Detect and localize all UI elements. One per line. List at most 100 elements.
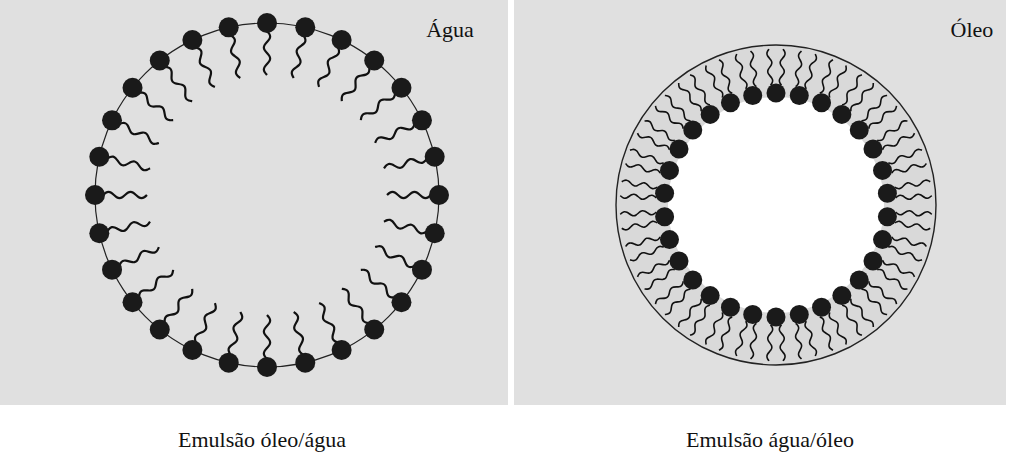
hydrophobic-tail [892,237,927,247]
polar-head [832,286,851,305]
water-core [668,97,884,313]
hydrophobic-tail [779,49,785,85]
polar-head [790,86,809,105]
hydrophobic-tail [119,247,159,266]
hydrophobic-tail [165,67,192,101]
polar-head [332,30,352,50]
hydrophobic-tail [626,164,661,174]
polar-head [123,78,143,98]
hydrophobic-tail [842,305,862,335]
hydrophobic-tail [620,194,656,199]
polar-head [391,292,411,312]
polar-head [812,298,831,317]
hydrophobic-tail [690,75,710,105]
hydrophobic-tail [264,315,270,359]
polar-head [89,223,109,243]
polar-head [660,230,679,249]
hydrophobic-tail [883,260,915,277]
hydrophobic-tail [750,323,756,359]
polar-head [412,110,432,130]
hydrophobic-tail [665,96,691,121]
panel-ground [0,0,508,405]
hydrophobic-tail [622,221,658,230]
hydrophobic-tail [679,83,701,111]
hydrophobic-tail [861,289,887,314]
hydrophobic-tail [679,299,701,327]
droplet-boundary [95,23,439,367]
hydrophobic-tail [139,270,173,297]
hydrophobic-tail [805,54,816,89]
polar-head [429,185,449,205]
hydrophobic-tail [706,312,723,344]
hydrophobic-tail [767,49,773,85]
hydrophobic-tail [851,299,873,327]
hydrophobic-tail [319,303,338,343]
polar-head [767,308,786,327]
hydrophobic-tail [165,289,193,323]
hydrophobic-tail [107,222,150,232]
hydrophobic-tail [196,47,215,87]
polar-head [878,207,897,226]
hydrophobic-tail [231,35,241,78]
hydrophobic-tail [888,246,922,260]
hydrophobic-tail [779,325,785,361]
hydrophobic-tail [294,312,304,355]
polar-head [863,140,882,159]
hydrophobic-tail [736,321,747,356]
hydrophobic-tail [820,60,833,94]
hydrophobic-tail [107,157,150,171]
hydrophobic-tail [869,281,897,304]
hydrophobic-tail [626,237,661,247]
polar-head [102,260,122,280]
polar-head [850,121,869,140]
polar-head [873,230,892,249]
polar-head [850,270,869,289]
panel-ground [514,0,1006,405]
polar-head [257,13,277,33]
polar-head [683,121,702,140]
hydrophobic-tail [706,65,723,97]
polar-head [391,78,411,98]
hydrophobic-tail [892,164,927,174]
hydrophobic-tail [736,54,747,89]
polar-head [660,161,679,180]
polar-head [721,298,740,317]
polar-head [219,353,239,373]
polar-head [655,207,674,226]
hydrophobic-tail [820,317,833,351]
hydrophobic-tail [103,192,147,198]
hydrophobic-tail [195,303,216,343]
hydrophobic-tail [229,312,243,355]
polar-head [364,51,384,71]
hydrophobic-tail [638,133,670,150]
polar-head [670,140,689,159]
polar-head [701,105,720,124]
polar-head [832,105,851,124]
hydrophobic-tail [630,149,664,163]
hydrophobic-tail [767,325,773,361]
hydrophobic-tail [655,281,683,304]
hydrophobic-tail [895,221,931,230]
polar-head [873,161,892,180]
polar-head [863,252,882,271]
polar-head [425,147,445,167]
polar-head [767,84,786,103]
droplet-boundary [616,45,936,365]
hydrophobic-tail [638,260,670,277]
hydrophobic-tail [342,67,370,101]
polar-head [182,30,202,50]
polar-head [721,93,740,112]
polar-head [878,184,897,203]
polar-head [412,260,432,280]
hydrophobic-tail [361,93,395,120]
polar-head [683,270,702,289]
hydrophobic-tail [719,317,732,351]
hydrophobic-tail [318,47,339,87]
polar-head [701,286,720,305]
hydrophobic-tail [829,312,846,344]
hydrophobic-tail [655,106,683,129]
polar-head [219,17,239,37]
hydrophobic-tail [842,75,862,105]
